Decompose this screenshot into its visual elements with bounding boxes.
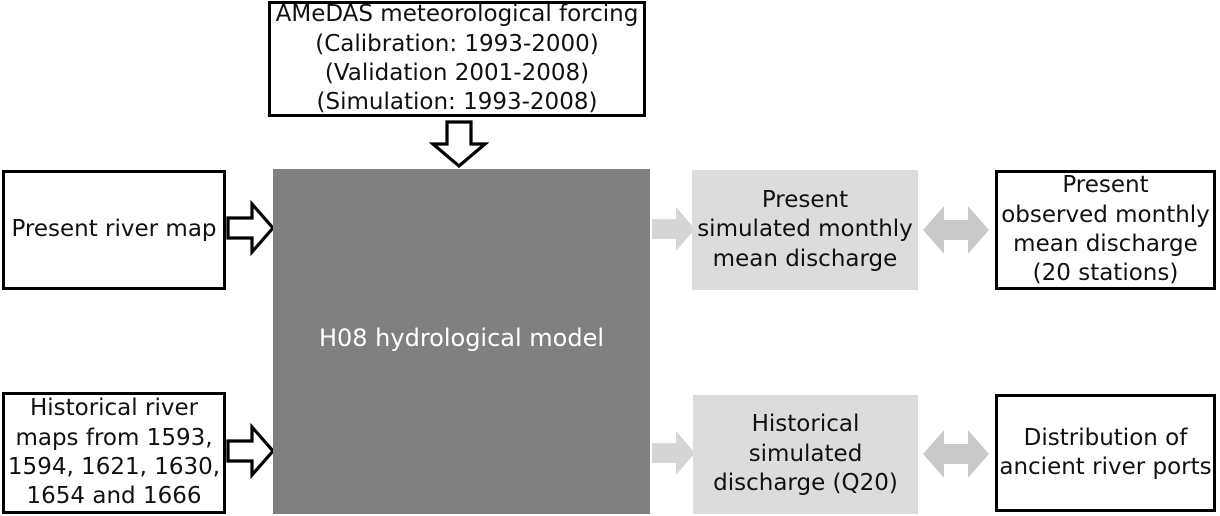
node-present-river-map-label: Present river map [11, 216, 217, 243]
node-present-observed-discharge-label: Present observed monthly mean discharge … [1001, 172, 1210, 287]
node-ancient-river-ports: Distribution of ancient river ports [995, 394, 1216, 512]
node-present-simulated-discharge: Present simulated monthly mean discharge [692, 170, 918, 290]
node-historical-simulated-discharge-label: Historical simulated discharge (Q20) [713, 411, 898, 497]
node-historical-river-maps: Historical river maps from 1593, 1594, 1… [2, 392, 226, 514]
node-present-river-map: Present river map [2, 170, 226, 290]
arrow-forcing-to-model [429, 120, 489, 168]
arrow-historical-maps-to-model [226, 421, 276, 481]
node-h08-model-label: H08 hydrological model [318, 324, 605, 353]
node-historical-simulated-discharge: Historical simulated discharge (Q20) [693, 395, 918, 514]
arrow-historical-sim-vs-ports [922, 427, 990, 481]
arrow-present-map-to-model [226, 198, 276, 258]
arrow-model-to-present-simulated [652, 206, 696, 252]
arrow-model-to-historical-simulated [652, 430, 696, 476]
node-present-observed-discharge: Present observed monthly mean discharge … [995, 170, 1216, 290]
node-ancient-river-ports-label: Distribution of ancient river ports [999, 424, 1212, 480]
node-h08-model: H08 hydrological model [273, 169, 650, 514]
node-amedas-forcing-label: AMeDAS meteorological forcing (Calibrati… [275, 1, 639, 116]
node-present-simulated-discharge-label: Present simulated monthly mean discharge [697, 186, 913, 272]
arrow-present-sim-vs-obs [922, 203, 990, 257]
node-historical-river-maps-label: Historical river maps from 1593, 1594, 1… [7, 395, 221, 510]
node-amedas-forcing: AMeDAS meteorological forcing (Calibrati… [268, 1, 646, 117]
